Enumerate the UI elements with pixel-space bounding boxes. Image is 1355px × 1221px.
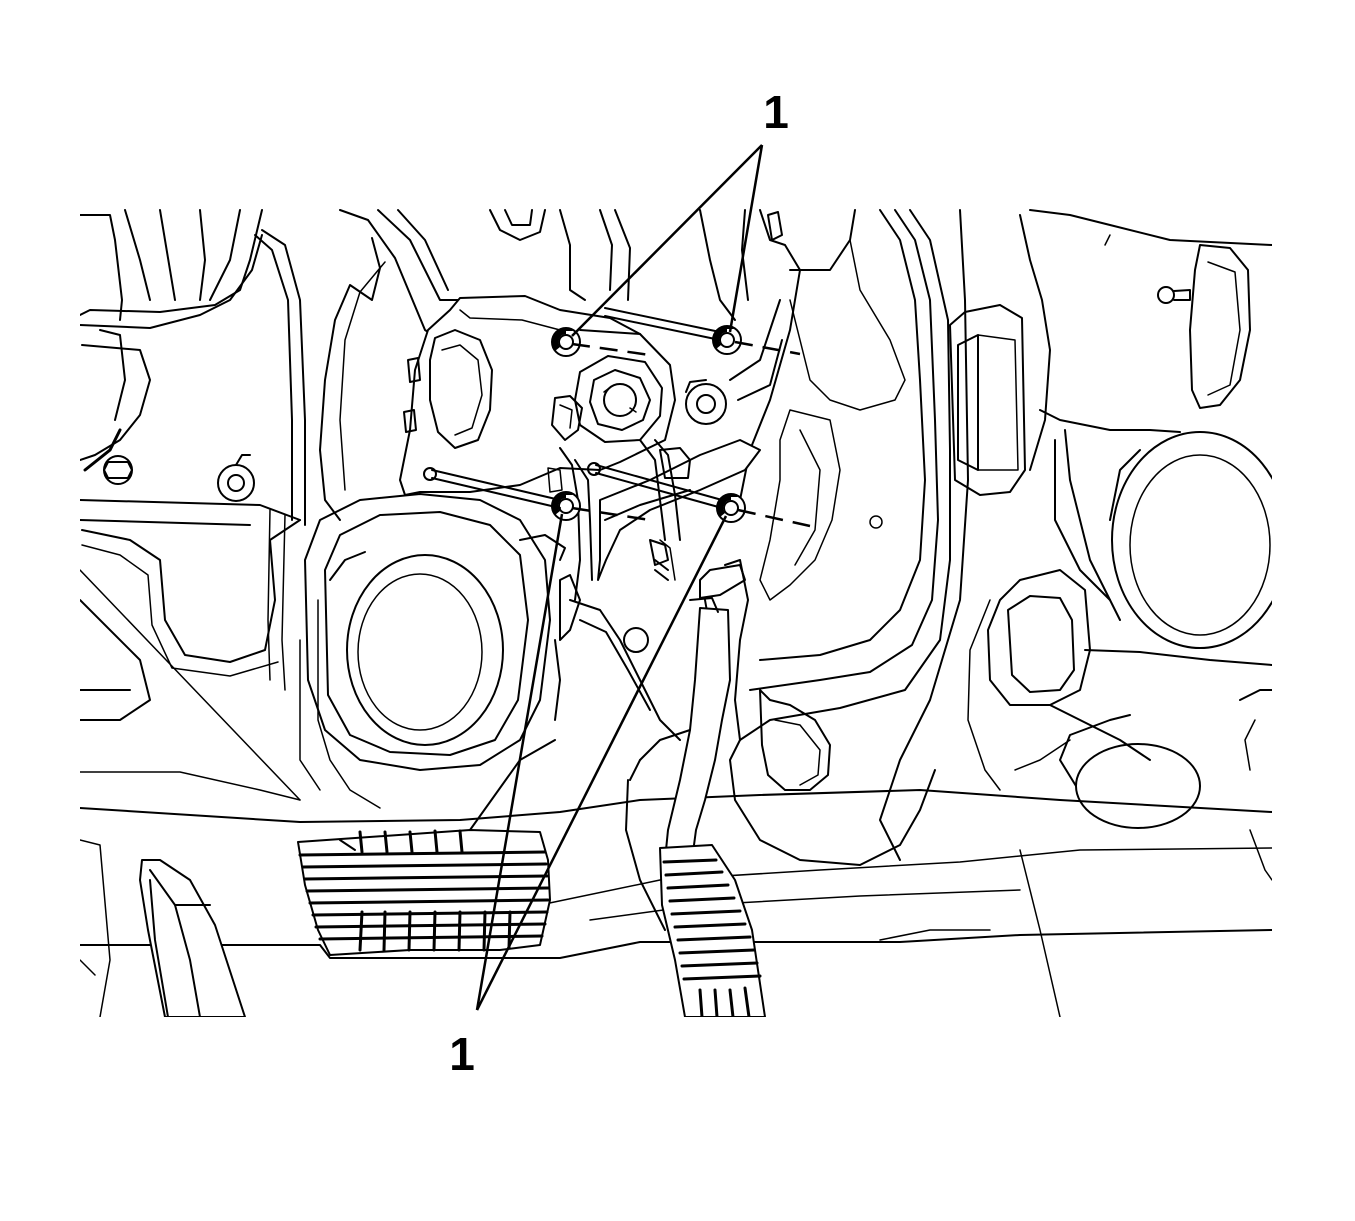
duct-opening — [299, 493, 566, 809]
brake-pedal-ribs — [662, 858, 762, 1017]
callout-label-bottom: 1 — [449, 1028, 475, 1080]
mounting-studs — [423, 307, 723, 509]
callout-label-top: 1 — [763, 86, 789, 138]
floor-panel — [80, 771, 1272, 1017]
brake-pedal — [625, 597, 766, 1017]
accelerator-pedal-ribs — [298, 829, 550, 952]
pedal-bracket — [399, 295, 783, 741]
accelerator-pedal — [297, 739, 556, 956]
stud-centerlines — [571, 340, 811, 528]
leader-top-to-upper-right-nut — [728, 144, 764, 333]
center-structure — [319, 209, 969, 866]
left-bracket-structure — [80, 209, 306, 1017]
nut-lower-left — [551, 491, 581, 521]
illustration-body — [80, 209, 1272, 1017]
leader-bottom-to-lower-left-nut — [475, 513, 564, 1011]
leader-bottom-to-lower-right-nut — [475, 515, 728, 1011]
leader-top-to-upper-left-nut — [571, 144, 763, 337]
fastener-nuts — [551, 325, 746, 523]
callout-leaders — [475, 144, 764, 1011]
right-structure — [949, 209, 1272, 881]
